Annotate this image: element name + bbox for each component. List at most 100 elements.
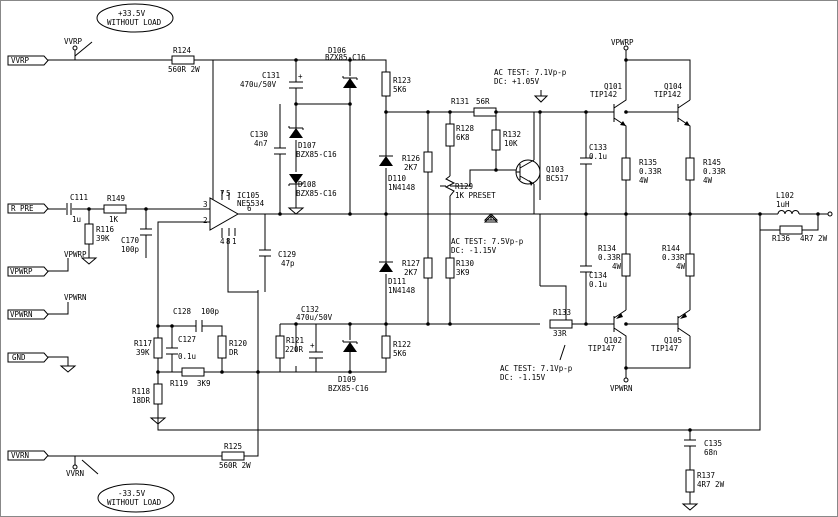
resistor-r124: R124 560R 2W [168,46,200,74]
svg-text:4W: 4W [703,176,713,185]
resistor-r120: R120 DR [217,335,248,359]
svg-text:R120: R120 [229,339,248,348]
svg-text:3K9: 3K9 [456,268,470,277]
svg-text:6K8: 6K8 [456,133,470,142]
svg-text:C131: C131 [262,71,280,80]
svg-text:10K: 10K [504,139,518,148]
svg-text:+: + [310,341,315,350]
capacitor-c129: C129 47p [259,214,296,292]
svg-text:R119: R119 [170,379,188,388]
svg-text:560R 2W: 560R 2W [219,461,251,470]
svg-text:C134: C134 [589,271,608,280]
svg-text:C129: C129 [278,250,296,259]
capacitor-c131: C131 470u/50V + [240,71,303,96]
svg-text:470u/50V: 470u/50V [296,313,333,322]
svg-text:R116: R116 [96,225,115,234]
resistor-r144: R144 0.33R 4W [662,244,695,277]
resistor-r149: R149 1K [103,194,127,224]
svg-text:R132: R132 [503,130,521,139]
svg-text:+: + [298,72,303,81]
rail-label-vpwrn-out: VPWRN [610,384,633,393]
svg-text:1: 1 [232,237,237,246]
svg-text:WITHOUT LOAD: WITHOUT LOAD [107,18,162,27]
svg-text:WITHOUT LOAD: WITHOUT LOAD [107,498,162,507]
port-vpwrn-label: VPWRN [10,310,33,319]
svg-text:TIP147: TIP147 [651,344,678,353]
capacitor-c133: C133 0.1u [589,143,607,161]
svg-text:0.33R: 0.33R [639,167,662,176]
svg-text:1K: 1K [109,215,119,224]
transistor-q101: Q101 TIP142 [590,82,627,158]
svg-text:5K6: 5K6 [393,349,407,358]
rail-label-vvrp: VVRP [64,37,83,46]
port-vvrn-label: VVRN [11,451,29,460]
svg-text:4: 4 [220,237,225,246]
svg-text:2K7: 2K7 [404,268,418,277]
port-gnd: GND [7,352,49,363]
resistor-r136: R136 4R7 2W [772,225,828,243]
port-vpwrn: VPWRN [7,309,49,320]
transistor-q102: Q102 TIP147 [588,309,627,378]
output-terminal [827,211,833,217]
svg-text:Q104: Q104 [664,82,683,91]
resistor-r119: R119 3K9 [170,367,211,388]
preset-r129: R129 1K PRESET [440,175,496,200]
resistor-r118: R118 18DR [132,383,163,405]
svg-text:BZX85-C16: BZX85-C16 [296,189,337,198]
svg-text:D106: D106 [328,46,347,55]
resistor-r131: R131 56R [451,97,497,117]
capacitor-c111: C111 1u [66,193,88,224]
resistor-r145: R145 0.33R 4W [685,157,726,185]
resistor-r126: R126 2K7 [402,151,433,173]
resistor-r133: R133 33R [549,308,573,338]
svg-text:100p: 100p [201,307,220,316]
svg-text:D108: D108 [298,180,317,189]
svg-text:R130: R130 [456,259,475,268]
capacitor-c132: C132 470u/50V + [296,305,333,372]
test-point-mid: AC TEST: 7.5Vp-p DC: -1.15V [451,213,524,255]
svg-text:R136: R136 [772,234,791,243]
svg-text:R128: R128 [456,124,475,133]
resistor-r122: R122 5K6 [381,335,411,359]
svg-text:DC: +1.05V: DC: +1.05V [494,77,540,86]
svg-text:6: 6 [247,204,252,213]
resistor-r128: R128 6K8 [445,123,475,147]
port-r-pre: R PRE [7,203,49,214]
svg-text:BZX85-C16: BZX85-C16 [328,384,369,393]
svg-text:R122: R122 [393,340,411,349]
zener-d107: D107 BZX85-C16 [288,126,337,159]
svg-text:R144: R144 [662,244,681,253]
svg-text:4n7: 4n7 [254,139,268,148]
resistor-r123: R123 5K6 [381,71,411,97]
rail-label-vpwrp-out: VPWRP [611,38,634,47]
svg-text:D109: D109 [338,375,356,384]
rail-label-vvrn: VVRN [66,469,84,478]
svg-text:R145: R145 [703,158,721,167]
svg-text:C133: C133 [589,143,607,152]
rail-label-vpwrn-in: VPWRN [64,293,87,302]
svg-text:3K9: 3K9 [197,379,211,388]
port-vpwrp: VPWRP [7,266,49,277]
port-vvrp: VVRP [7,55,49,66]
resistor-r116: R116 39K [84,223,115,245]
svg-text:AC TEST: 7.1Vp-p: AC TEST: 7.1Vp-p [494,68,567,77]
svg-text:BC517: BC517 [546,174,569,183]
svg-text:4R7 2W: 4R7 2W [800,234,828,243]
capacitor-c128: C128 100p [173,307,220,332]
svg-text:R134: R134 [598,244,617,253]
vvrp-terminal [72,45,78,51]
svg-text:0.33R: 0.33R [662,253,685,262]
svg-text:47p: 47p [281,259,295,268]
svg-text:Q105: Q105 [664,336,682,345]
port-r-pre-label: R PRE [11,204,34,213]
transistor-q103: Q103 BC517 [515,112,569,214]
svg-text:5: 5 [226,189,231,198]
svg-text:C128: C128 [173,307,192,316]
svg-text:R118: R118 [132,387,151,396]
resistor-r132: R132 10K [491,129,521,151]
transistor-q105: Q105 TIP147 [626,309,691,353]
svg-text:220R: 220R [285,345,304,354]
svg-text:C132: C132 [301,305,319,314]
svg-text:R149: R149 [107,194,125,203]
